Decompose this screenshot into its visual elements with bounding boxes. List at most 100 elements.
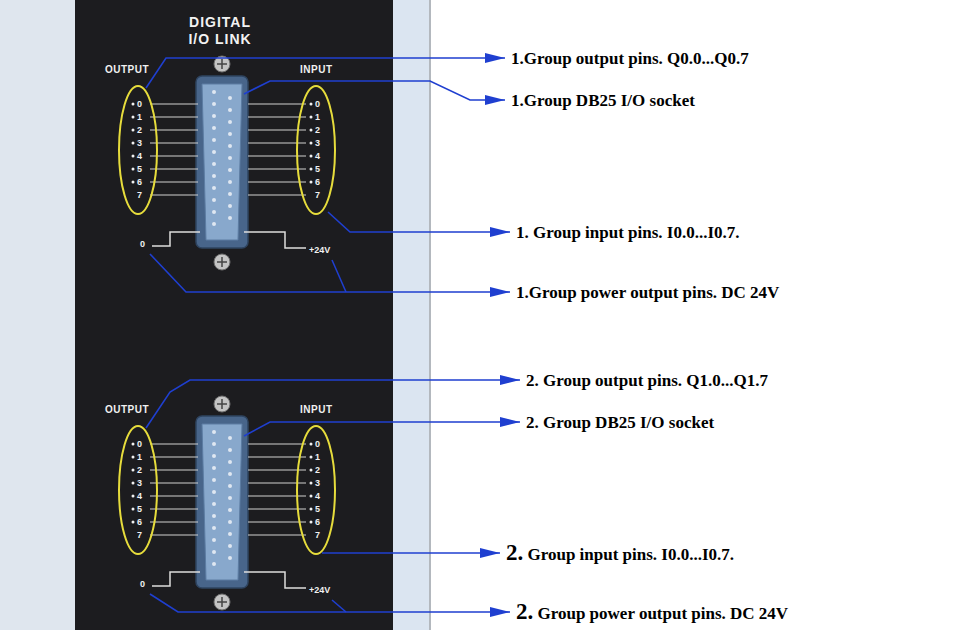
label-holder: 4 — [315, 151, 320, 162]
label-holder: 1 — [137, 452, 142, 463]
label-holder: 2. Group DB25 I/O socket — [526, 412, 714, 433]
output-pin-number: 2 — [137, 465, 142, 476]
callout-text: 1. Group input pins. I0.0...I0.7. — [516, 222, 740, 243]
label-holder: 2 — [137, 465, 142, 476]
label-holder: 5 — [315, 164, 320, 175]
label-holder: 0 — [140, 579, 145, 590]
output-pin-number: 4 — [137, 491, 142, 502]
label-holder: 2. Group input pins. I0.0...I0.7. — [506, 542, 734, 565]
output-pin-number: 3 — [137, 478, 142, 489]
label-holder: 4 — [137, 491, 142, 502]
input-pin-number: 5 — [315, 164, 320, 175]
label-holder: +24V — [309, 245, 330, 256]
ground-pin-label: 0 — [140, 579, 145, 590]
callout-text: 2. Group output pins. Q1.0...Q1.7 — [526, 370, 768, 391]
label-holder: 7 — [315, 530, 320, 541]
input-pin-number: 5 — [315, 504, 320, 515]
label-holder: 3 — [315, 138, 320, 149]
input-pin-number: 2 — [315, 465, 320, 476]
input-pin-number: 1 — [315, 452, 320, 463]
callout-text: 1.Group DB25 I/O socket — [511, 90, 695, 111]
section-heading: OUTPUT — [105, 404, 149, 416]
callout-text: 2. Group power output pins. DC 24V — [516, 601, 788, 624]
label-holder: 6 — [315, 177, 320, 188]
output-pin-number: 2 — [137, 125, 142, 136]
label-holder: 6 — [137, 177, 142, 188]
input-pin-number: 7 — [315, 530, 320, 541]
label-holder: 7 — [315, 190, 320, 201]
input-pin-number: 4 — [315, 491, 320, 502]
label-holder: 2 — [137, 125, 142, 136]
label-holder: 3 — [315, 478, 320, 489]
input-pin-number: 0 — [315, 439, 320, 450]
input-pin-number: 6 — [315, 177, 320, 188]
input-pin-number: 0 — [315, 99, 320, 110]
label-holder: 2. Group power output pins. DC 24V — [516, 601, 788, 624]
label-holder: 0 — [315, 99, 320, 110]
output-pin-number: 7 — [137, 530, 142, 541]
section-heading: OUTPUT — [105, 64, 149, 76]
output-pin-number: 3 — [137, 138, 142, 149]
label-holder: 0 — [315, 439, 320, 450]
label-holder: 3 — [137, 138, 142, 149]
panel-title: DIGITAL I/O LINK — [180, 14, 260, 48]
label-holder: 2 — [315, 125, 320, 136]
output-pin-number: 0 — [137, 99, 142, 110]
section-heading: INPUT — [300, 64, 333, 76]
label-holder: 5 — [315, 504, 320, 515]
callout-text: 2. Group DB25 I/O socket — [526, 412, 714, 433]
label-holder: 0 — [137, 99, 142, 110]
input-pin-number: 3 — [315, 478, 320, 489]
input-pin-number: 4 — [315, 151, 320, 162]
callout-text: 1.Group power output pins. DC 24V — [516, 282, 779, 303]
label-holder: 7 — [137, 190, 142, 201]
input-pin-number: 2 — [315, 125, 320, 136]
label-holder: 2. Group output pins. Q1.0...Q1.7 — [526, 370, 768, 391]
input-pin-number: 6 — [315, 517, 320, 528]
input-pin-number: 1 — [315, 112, 320, 123]
power-pin-label: +24V — [309, 245, 330, 256]
label-holder: 1 — [315, 112, 320, 123]
label-holder: INPUT — [300, 404, 333, 416]
label-holder: 6 — [137, 517, 142, 528]
label-holder: 1 — [315, 452, 320, 463]
power-pin-label: +24V — [309, 585, 330, 596]
label-holder: 5 — [137, 504, 142, 515]
input-pin-number: 3 — [315, 138, 320, 149]
label-holder: 1.Group output pins. Q0.0...Q0.7 — [511, 48, 749, 69]
label-holder: INPUT — [300, 64, 333, 76]
output-pin-number: 7 — [137, 190, 142, 201]
label-holder: OUTPUT — [105, 64, 149, 76]
callout-text: 1.Group output pins. Q0.0...Q0.7 — [511, 48, 749, 69]
ground-pin-label: 0 — [140, 239, 145, 250]
section-heading: INPUT — [300, 404, 333, 416]
output-pin-number: 1 — [137, 452, 142, 463]
label-holder: 5 — [137, 164, 142, 175]
callout-text: 2. Group input pins. I0.0...I0.7. — [506, 542, 734, 565]
label-holder: 0 — [140, 239, 145, 250]
label-holder: +24V — [309, 585, 330, 596]
label-holder: 0 — [137, 439, 142, 450]
label-holder: 3 — [137, 478, 142, 489]
output-pin-number: 6 — [137, 517, 142, 528]
label-holder: 1.Group power output pins. DC 24V — [516, 282, 779, 303]
label-holder: 1 — [137, 112, 142, 123]
output-pin-number: 5 — [137, 164, 142, 175]
output-pin-number: 5 — [137, 504, 142, 515]
label-holder: 1. Group input pins. I0.0...I0.7. — [516, 222, 740, 243]
input-pin-number: 7 — [315, 190, 320, 201]
label-holder: 1.Group DB25 I/O socket — [511, 90, 695, 111]
label-holder: OUTPUT — [105, 404, 149, 416]
output-pin-number: 4 — [137, 151, 142, 162]
output-pin-number: 0 — [137, 439, 142, 450]
label-holder: 6 — [315, 517, 320, 528]
output-pin-number: 6 — [137, 177, 142, 188]
io-panel: DIGITAL I/O LINK — [75, 0, 393, 630]
label-holder: 7 — [137, 530, 142, 541]
label-holder: 4 — [315, 491, 320, 502]
label-holder: 4 — [137, 151, 142, 162]
label-holder: 2 — [315, 465, 320, 476]
output-pin-number: 1 — [137, 112, 142, 123]
